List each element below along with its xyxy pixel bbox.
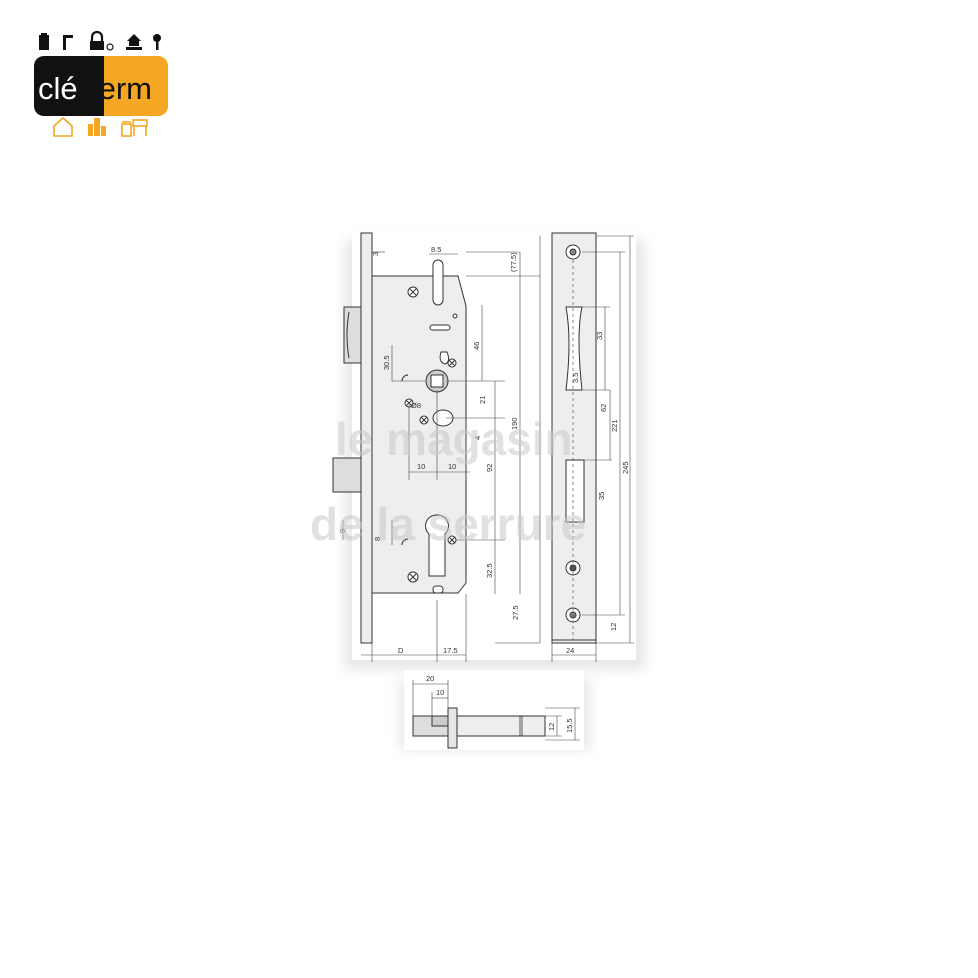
dim-backset-center: 92	[485, 464, 494, 472]
watermark-line-1: le magasin	[335, 413, 573, 465]
brand-orange-block	[90, 56, 168, 116]
dim-bolt-throw: 10	[436, 688, 444, 697]
case-screw	[407, 286, 419, 298]
brand-text-cle: clé	[38, 71, 78, 106]
cylinder-cutout	[425, 514, 449, 577]
dim-follower-height: 46	[472, 342, 481, 350]
lock-dimension-lines	[342, 236, 541, 662]
bolt-detail	[412, 707, 546, 749]
dim-follower-offset: 30.5	[382, 355, 391, 370]
case-screw	[447, 358, 457, 368]
top-slot	[432, 259, 444, 306]
bolt-dimension-lines	[412, 680, 580, 741]
watermark-line-2: de la serrure	[310, 498, 586, 550]
dim-latch-gap: 21	[478, 396, 487, 404]
dim-cylinder-height: 32.5	[485, 563, 494, 578]
dim-slot-width: 8.5	[431, 245, 441, 254]
dim-top-offset: 3	[371, 252, 380, 256]
top-icons	[39, 30, 161, 51]
dim-case-depth: 17.5	[443, 646, 458, 655]
dim-bolt-length: 20	[426, 674, 434, 683]
dim-top-height: (77.5)	[509, 252, 518, 272]
dim-strike-inner: 221	[610, 419, 619, 432]
dim-strike-bottom: 12	[609, 623, 618, 631]
bolt-body	[456, 715, 546, 737]
dim-follower-diameter: Ø8	[411, 401, 421, 410]
strike-bolt-opening	[565, 459, 585, 523]
bottom-icons	[53, 116, 148, 137]
handle-icon	[63, 35, 73, 50]
dim-strike-bolt: 35	[597, 492, 606, 500]
dim-spacing-left: 10	[417, 462, 425, 471]
cleferm-logo: clé ferm	[34, 30, 168, 137]
house-hand-icon	[126, 34, 142, 50]
strike-screw-hole	[565, 244, 581, 260]
dim-bolt-thickness: 12	[547, 723, 556, 731]
dim-cylinder-offset: 8	[373, 537, 382, 541]
dim-strike-latch-small: 3.5	[571, 373, 580, 383]
deadbolt	[332, 457, 362, 493]
dim-case-height: 190	[510, 417, 519, 430]
dim-latch-small: 4	[473, 436, 482, 440]
door-icon	[39, 33, 49, 50]
dim-strike-latch: 33	[595, 332, 604, 340]
dim-strike-outer: 245	[621, 461, 630, 474]
office-icon	[121, 119, 148, 137]
dim-spacing-right: 10	[448, 462, 456, 471]
padlock-icon	[90, 30, 114, 51]
dim-bottom-height: 27.5	[511, 605, 520, 620]
dimension-labels: 3 8.5 (77.5) 30.5 46 Ø8 21 4 190 10 10 9…	[338, 245, 630, 733]
buildings-icon	[88, 118, 106, 136]
key-icon	[153, 34, 161, 50]
house-icon	[53, 116, 73, 137]
bolt-forend	[447, 707, 458, 749]
case-screw	[419, 415, 429, 425]
case-screw	[407, 571, 419, 583]
follower-square	[430, 374, 444, 388]
strike-dimension-lines	[551, 235, 634, 662]
bolt-sheet	[404, 670, 584, 750]
dim-backset: D	[398, 646, 404, 655]
dim-strike-spacing: 62	[599, 404, 608, 412]
brand-text-ferm: ferm	[90, 71, 152, 106]
dim-bolt-total: 15.5	[565, 718, 574, 733]
small-slot	[429, 324, 451, 331]
dim-strike-width: 24	[566, 646, 574, 655]
strike-plate	[551, 232, 597, 644]
brand-black-block	[34, 56, 104, 116]
dim-side-offset: 9	[338, 529, 347, 533]
